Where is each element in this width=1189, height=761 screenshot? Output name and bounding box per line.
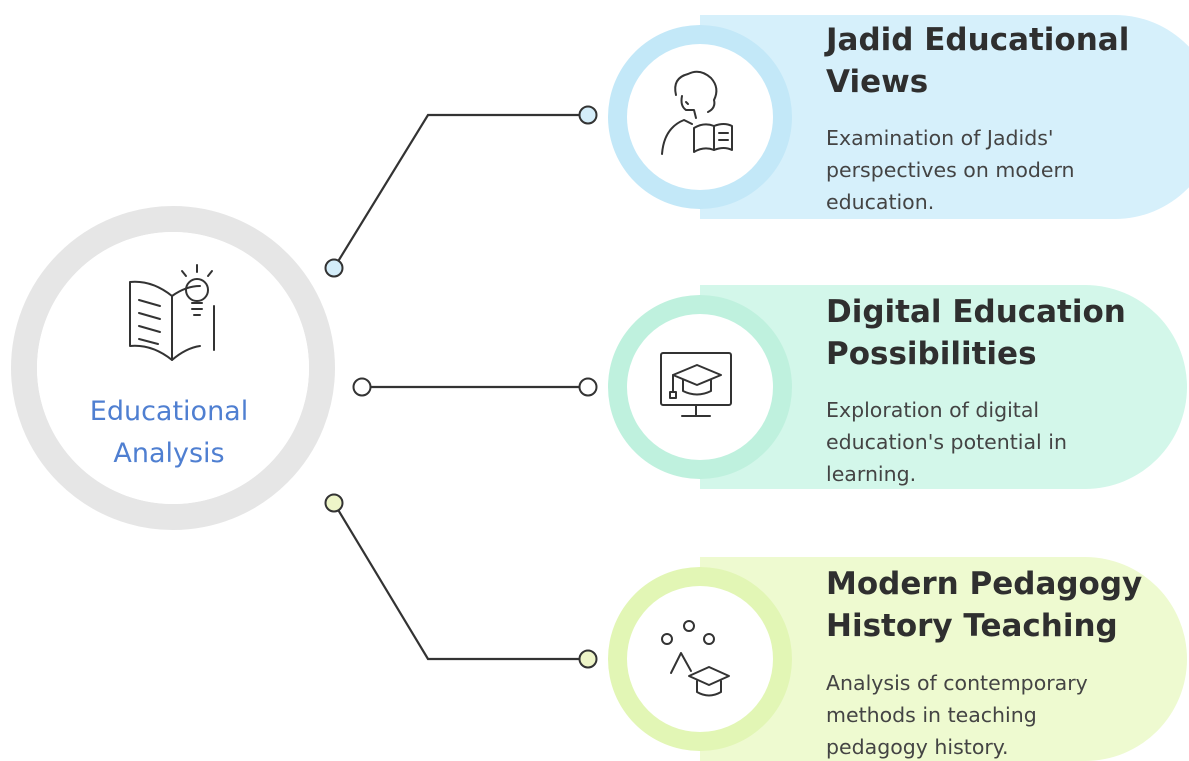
card-2-background — [700, 285, 1187, 489]
connector-1-start-dot — [324, 258, 344, 278]
connector-3 — [333, 502, 588, 661]
graduation-cap-ideas-icon — [661, 620, 730, 697]
branch-card-2: Digital Education Possibilities Explorat… — [608, 285, 1187, 489]
card-3-desc-line3: pedagogy history. — [826, 735, 1009, 759]
card-1-title-line1: Jadid Educational — [824, 22, 1129, 58]
card-3-background — [700, 557, 1187, 761]
card-3-desc-line1: Analysis of contemporary — [826, 671, 1088, 695]
card-2-title-line1: Digital Education — [826, 294, 1126, 330]
card-1-background — [700, 15, 1189, 219]
card-2-icon-disc — [627, 314, 773, 460]
card-3-title-line1: Modern Pedagogy — [826, 566, 1142, 602]
card-2-desc-line3: learning. — [826, 462, 916, 486]
card-2-desc-line2: education's potential in — [826, 430, 1067, 454]
monitor-graduation-cap-icon — [660, 352, 732, 417]
connector-3-end-dot — [578, 649, 598, 669]
card-1-icon-disc — [627, 44, 773, 190]
connector-3-start-dot — [324, 493, 344, 513]
connector-2-start-dot — [352, 377, 372, 397]
central-node-label-line2: Analysis — [113, 438, 224, 469]
card-3-title-line2: History Teaching — [826, 608, 1118, 644]
branch-card-3: Modern Pedagogy History Teaching Analysi… — [608, 557, 1187, 761]
central-node-disc — [37, 232, 309, 504]
book-lightbulb-icon — [129, 264, 215, 361]
card-2-title-line2: Possibilities — [826, 336, 1037, 372]
card-2-desc-line1: Exploration of digital — [826, 398, 1039, 422]
central-node-label-line1: Educational — [90, 396, 248, 427]
card-3-icon-disc — [627, 586, 773, 732]
central-node: Educational Analysis — [11, 206, 335, 530]
card-1-title-line2: Views — [826, 64, 928, 100]
card-1-desc-line2: perspectives on modern — [826, 158, 1075, 182]
card-1-desc-line1: Examination of Jadids' — [826, 126, 1054, 150]
branch-card-1: Jadid Educational Views Examination of J… — [608, 15, 1189, 219]
connector-2-end-dot — [578, 377, 598, 397]
connector-1 — [333, 113, 588, 269]
card-3-desc-line2: methods in teaching — [826, 703, 1037, 727]
person-reading-icon — [661, 70, 733, 155]
central-node-ring — [11, 206, 335, 530]
connector-1-end-dot — [578, 105, 598, 125]
card-1-desc-line3: education. — [826, 190, 934, 214]
